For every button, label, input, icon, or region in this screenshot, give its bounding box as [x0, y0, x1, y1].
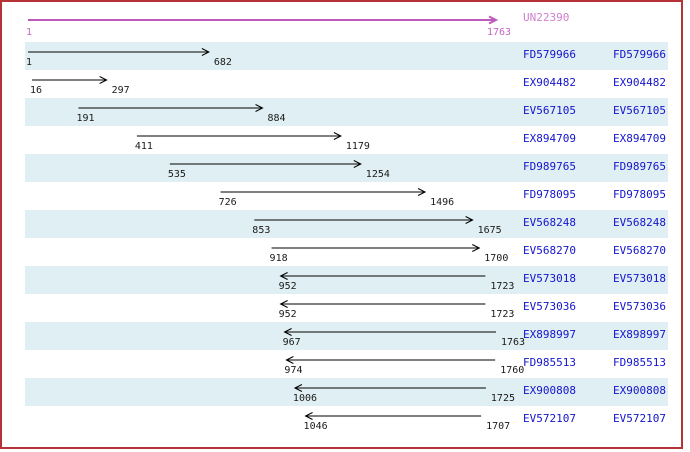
accession-label[interactable]: EX898997 — [523, 328, 576, 341]
row-band — [25, 210, 668, 238]
alignment-arrow — [271, 244, 481, 252]
alignment-arrow — [220, 188, 427, 196]
start-coordinate: 1046 — [303, 421, 328, 432]
start-coordinate: 16 — [29, 85, 43, 96]
accession-label-secondary[interactable]: EX898997 — [613, 328, 666, 341]
row-band — [25, 42, 668, 70]
accession-label-secondary[interactable]: FD985513 — [613, 356, 666, 369]
reference-arrow — [28, 15, 499, 25]
accession-label-secondary[interactable]: EV568248 — [613, 216, 666, 229]
start-coordinate: 535 — [167, 169, 186, 180]
accession-label[interactable]: EV568248 — [523, 216, 576, 229]
alignment-arrow — [293, 384, 486, 392]
end-coordinate: 1723 — [490, 281, 515, 292]
row-band — [25, 378, 668, 406]
reference-accession-label: UN22390 — [523, 11, 570, 24]
end-coordinate: 682 — [213, 57, 232, 68]
accession-label[interactable]: EV573036 — [523, 300, 576, 313]
start-coordinate: 726 — [218, 197, 237, 208]
start-coordinate: 918 — [269, 253, 288, 264]
start-coordinate: 411 — [134, 141, 153, 152]
end-coordinate: 1725 — [490, 393, 515, 404]
accession-label-secondary[interactable]: FD579966 — [613, 48, 666, 61]
accession-label[interactable]: EV573018 — [523, 272, 576, 285]
accession-label[interactable]: FD985513 — [523, 356, 576, 369]
row-band — [25, 154, 668, 182]
accession-label[interactable]: EX894709 — [523, 132, 576, 145]
accession-label-secondary[interactable]: EX904482 — [613, 76, 666, 89]
start-coordinate: 191 — [76, 113, 95, 124]
accession-label-secondary[interactable]: FD989765 — [613, 160, 666, 173]
accession-label-secondary[interactable]: EV568270 — [613, 244, 666, 257]
end-coordinate: 1763 — [501, 337, 526, 348]
end-coordinate: 297 — [111, 85, 130, 96]
row-band — [25, 266, 668, 294]
end-coordinate: 1179 — [345, 141, 370, 152]
alignment-arrow — [78, 104, 264, 112]
accession-label-secondary[interactable]: FD978095 — [613, 188, 666, 201]
alignment-arrow — [304, 412, 482, 420]
end-coordinate: 1723 — [490, 309, 515, 320]
alignment-arrow — [169, 160, 362, 168]
alignment-arrow — [285, 356, 496, 364]
reference-start-coordinate: 1 — [26, 27, 33, 38]
accession-label-secondary[interactable]: EV567105 — [613, 104, 666, 117]
row-band — [25, 98, 668, 126]
start-coordinate: 1 — [26, 57, 33, 68]
alignment-arrow — [279, 300, 486, 308]
alignment-arrow — [283, 328, 496, 336]
end-coordinate: 1254 — [365, 169, 390, 180]
alignment-arrow — [279, 272, 486, 280]
accession-label[interactable]: EX904482 — [523, 76, 576, 89]
alignment-arrow — [31, 76, 108, 84]
end-coordinate: 1707 — [486, 421, 511, 432]
accession-label[interactable]: EV572107 — [523, 412, 576, 425]
row-band — [25, 322, 668, 350]
start-coordinate: 952 — [278, 281, 297, 292]
accession-label[interactable]: FD579966 — [523, 48, 576, 61]
end-coordinate: 1675 — [477, 225, 502, 236]
accession-label-secondary[interactable]: EV573018 — [613, 272, 666, 285]
accession-label[interactable]: EV567105 — [523, 104, 576, 117]
start-coordinate: 1006 — [292, 393, 318, 404]
accession-label[interactable]: FD989765 — [523, 160, 576, 173]
accession-label-secondary[interactable]: EX900808 — [613, 384, 666, 397]
accession-label[interactable]: FD978095 — [523, 188, 576, 201]
start-coordinate: 952 — [278, 309, 297, 320]
alignment-arrow — [136, 132, 343, 140]
end-coordinate: 884 — [267, 113, 286, 124]
end-coordinate: 1760 — [500, 365, 525, 376]
start-coordinate: 853 — [252, 225, 271, 236]
accession-label[interactable]: EV568270 — [523, 244, 576, 257]
accession-label-secondary[interactable]: EV572107 — [613, 412, 666, 425]
accession-label-secondary[interactable]: EV573036 — [613, 300, 666, 313]
end-coordinate: 1496 — [430, 197, 455, 208]
start-coordinate: 974 — [284, 365, 303, 376]
end-coordinate: 1700 — [484, 253, 509, 264]
accession-label[interactable]: EX900808 — [523, 384, 576, 397]
reference-end-coordinate: 1763 — [487, 27, 512, 38]
alignment-arrow — [28, 48, 210, 56]
alignment-arrow — [254, 216, 474, 224]
accession-label-secondary[interactable]: EX894709 — [613, 132, 666, 145]
start-coordinate: 967 — [282, 337, 301, 348]
